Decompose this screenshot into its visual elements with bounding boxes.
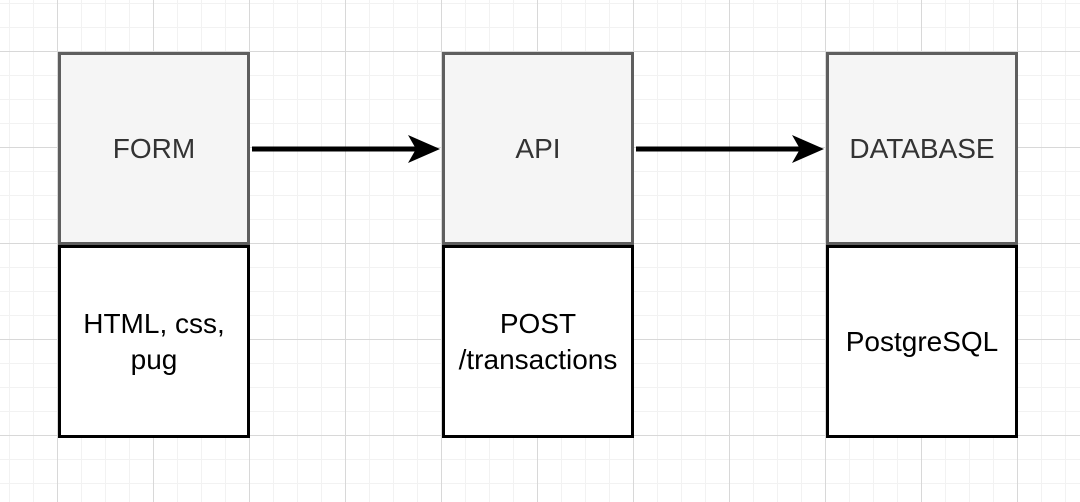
node-api-title: API xyxy=(515,132,561,164)
node-api-header[interactable]: API xyxy=(442,52,634,245)
node-database-title: DATABASE xyxy=(849,132,995,164)
node-form-header[interactable]: FORM xyxy=(58,52,250,245)
connector-form-api[interactable] xyxy=(252,135,440,163)
node-database-header[interactable]: DATABASE xyxy=(826,52,1018,245)
node-api-body-text: POST /transactions xyxy=(458,307,618,375)
arrowhead-right-icon xyxy=(408,135,440,163)
node-form-title: FORM xyxy=(112,132,196,164)
node-form[interactable]: FORM HTML, css, pug xyxy=(58,52,250,438)
node-form-body-text: HTML, css, pug xyxy=(83,307,225,375)
node-api-body[interactable]: POST /transactions xyxy=(442,245,634,438)
node-form-body[interactable]: HTML, css, pug xyxy=(58,245,250,438)
node-database-body-text: PostgreSQL xyxy=(845,325,999,357)
node-database[interactable]: DATABASE PostgreSQL xyxy=(826,52,1018,438)
node-api[interactable]: API POST /transactions xyxy=(442,52,634,438)
arrowhead-right-icon xyxy=(792,135,824,163)
connector-api-database[interactable] xyxy=(636,135,824,163)
node-database-body[interactable]: PostgreSQL xyxy=(826,245,1018,438)
